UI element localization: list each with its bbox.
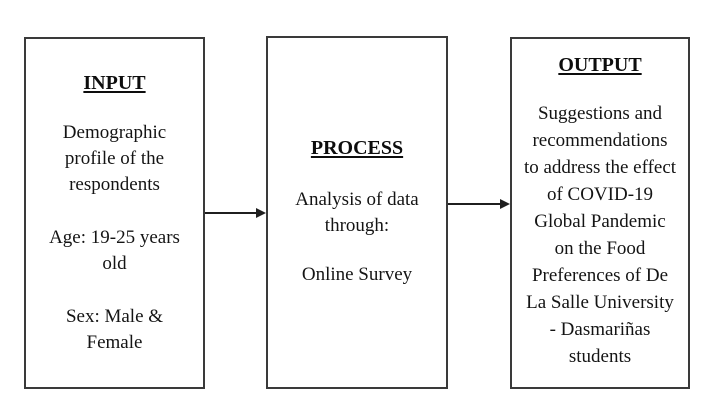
text-line: Demographic: [62, 122, 167, 143]
arrow-input-to-process: [205, 208, 266, 218]
output-box-title: OUTPUT: [558, 54, 642, 76]
text-line: through:: [324, 215, 390, 236]
text-line: profile of the: [64, 148, 165, 169]
text-line: Analysis of data: [295, 189, 419, 210]
text-line: recommendations: [532, 130, 668, 151]
text-line: Age: 19-25 years: [49, 227, 180, 248]
text-line: Preferences of De: [531, 265, 669, 286]
text-line: to address the effect: [523, 157, 677, 178]
text-line: on the Food: [554, 238, 646, 259]
text-line: - Dasmariñas: [549, 319, 651, 340]
input-demographic-paragraph: Demographic profile of the respondents: [26, 120, 203, 198]
input-box-title: INPUT: [83, 72, 146, 94]
text-line: La Salle University: [526, 292, 674, 313]
text-line: of COVID-19: [546, 184, 654, 205]
text-line: Female: [86, 332, 143, 353]
process-analysis-paragraph: Analysis of data through:: [268, 187, 446, 239]
process-survey-paragraph: Online Survey: [268, 262, 446, 288]
arrow-process-to-output: [448, 199, 510, 209]
input-box: INPUT Demographic profile of the respond…: [24, 37, 205, 389]
input-age-paragraph: Age: 19-25 years old: [26, 225, 203, 277]
process-box-title: PROCESS: [310, 137, 404, 159]
text-line: Global Pandemic: [534, 211, 666, 232]
output-box: OUTPUT Suggestions and recommendations t…: [510, 37, 690, 389]
text-line: students: [568, 346, 632, 367]
text-line: Suggestions and: [537, 103, 663, 124]
text-line: Sex: Male &: [65, 306, 164, 327]
input-sex-paragraph: Sex: Male & Female: [26, 304, 203, 356]
process-box: PROCESS Analysis of data through: Online…: [266, 36, 448, 389]
text-line: respondents: [69, 174, 160, 195]
text-line: Online Survey: [301, 264, 413, 285]
output-suggestions-paragraph: Suggestions and recommendations to addre…: [512, 100, 688, 370]
text-line: old: [102, 253, 127, 274]
